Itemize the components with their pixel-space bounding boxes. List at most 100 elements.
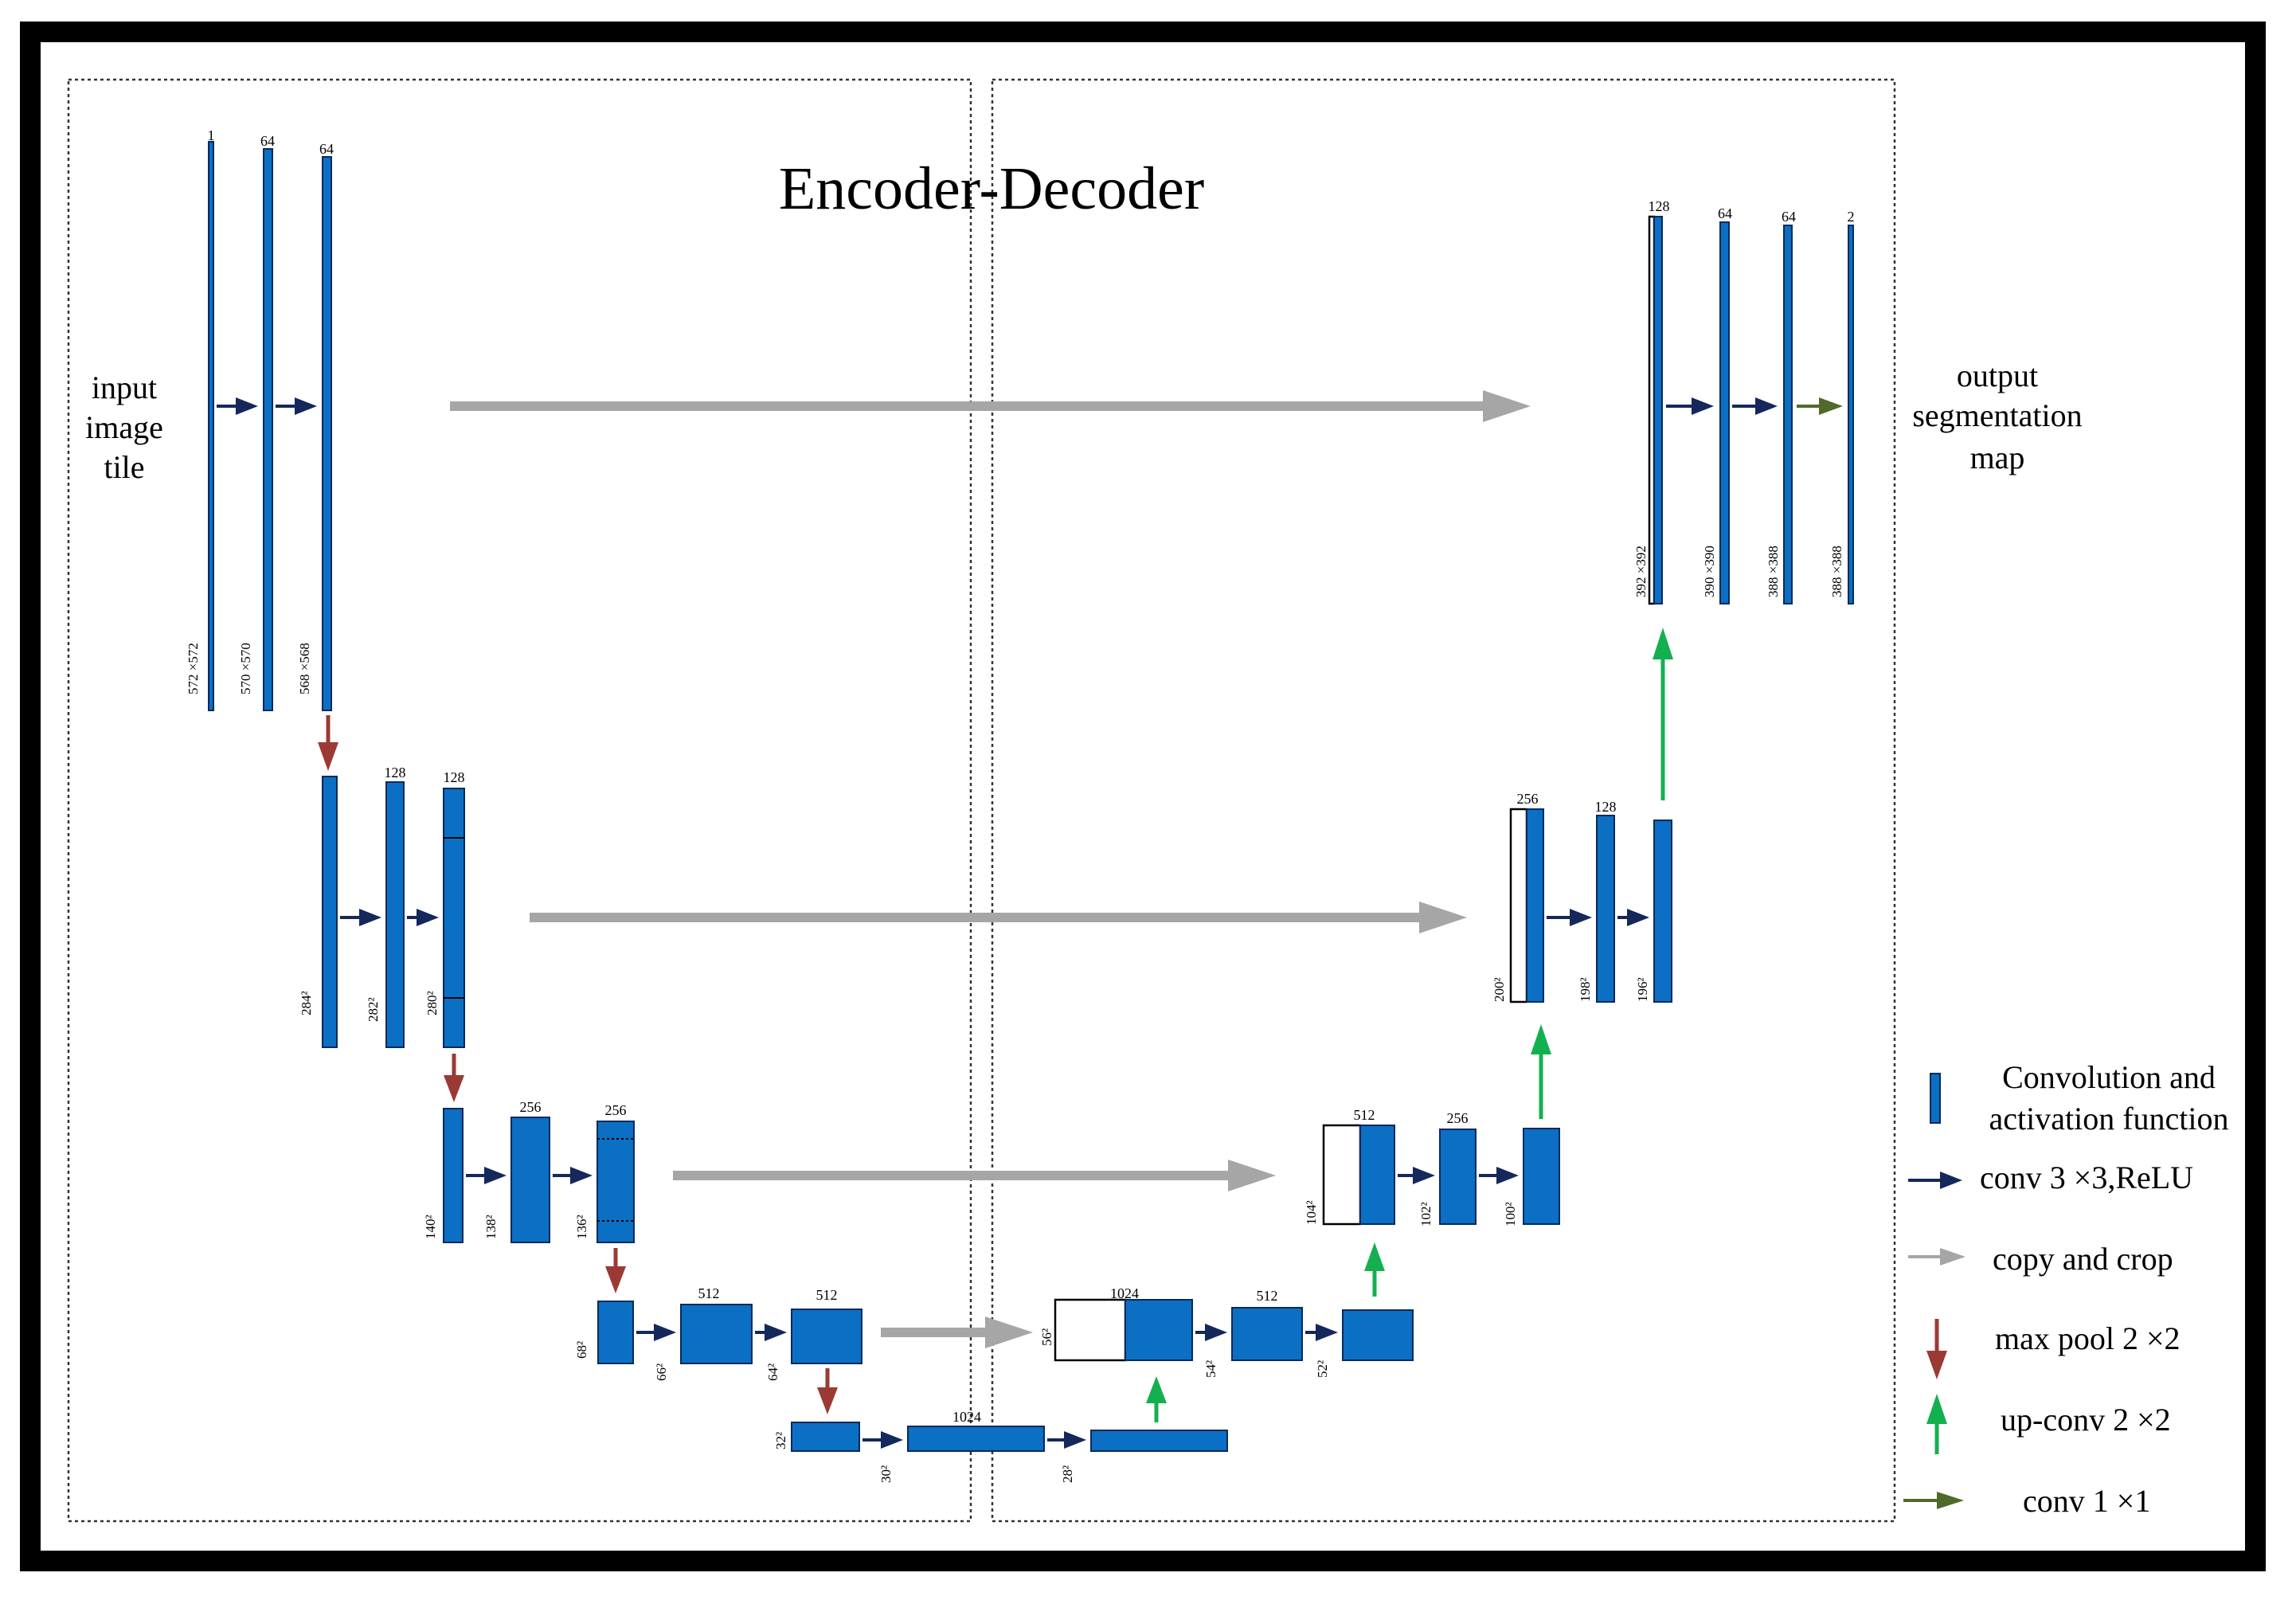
upconv-arrow	[1653, 628, 1673, 800]
encoder-level-3: 256 256 140² 138² 136²	[423, 1099, 635, 1243]
svg-text:100²: 100²	[1503, 1202, 1518, 1226]
output-label: output segmentation map	[1912, 358, 2082, 475]
svg-text:1: 1	[208, 127, 215, 143]
upconv-arrow	[1531, 1024, 1551, 1119]
feature-map-block	[680, 1304, 753, 1364]
svg-text:64: 64	[1782, 209, 1796, 225]
conv-arrow	[276, 397, 317, 415]
svg-text:256: 256	[605, 1102, 627, 1118]
svg-text:102²: 102²	[1418, 1202, 1434, 1226]
feature-map-block	[791, 1422, 860, 1452]
feature-map-block	[596, 1121, 635, 1243]
legend-conv-arrow-icon	[1908, 1172, 1962, 1189]
svg-text:1024: 1024	[952, 1409, 981, 1425]
feature-map-block	[1231, 1307, 1303, 1361]
svg-text:66²: 66²	[654, 1363, 669, 1381]
conv-arrow	[755, 1324, 787, 1341]
svg-text:segmentation: segmentation	[1912, 397, 2082, 433]
decoder-level-3: 512 256 104² 102² 100²	[1304, 1107, 1560, 1226]
svg-text:map: map	[1970, 440, 2025, 475]
conv-arrow	[1305, 1324, 1338, 1341]
feature-map-block	[1523, 1128, 1560, 1225]
feature-map-block	[1653, 820, 1672, 1003]
svg-text:32²: 32²	[773, 1432, 788, 1449]
conv-arrow	[1666, 397, 1714, 415]
svg-text:64²: 64²	[765, 1363, 780, 1381]
conv-arrow	[1398, 1167, 1435, 1184]
svg-text:572 ×572: 572 ×572	[186, 643, 201, 694]
svg-text:64: 64	[1718, 205, 1732, 221]
svg-text:568 ×568: 568 ×568	[297, 643, 312, 694]
encoder-level-4: 512 512 68² 66² 64²	[574, 1285, 862, 1381]
feature-map-block	[443, 788, 465, 1048]
conv-arrow	[1479, 1167, 1519, 1184]
conv-arrow	[217, 397, 258, 415]
copied-feature-block	[1054, 1298, 1127, 1362]
svg-text:512: 512	[1257, 1288, 1278, 1304]
feature-map-block	[1090, 1430, 1228, 1452]
svg-text:256: 256	[520, 1099, 542, 1115]
feature-map-block	[322, 156, 332, 711]
svg-text:512: 512	[698, 1285, 720, 1301]
input-label: input image tile	[85, 370, 163, 485]
conv-arrow	[1047, 1431, 1086, 1449]
feature-map-block	[1783, 225, 1793, 604]
legend-conv1x1-label: conv 1 ×1	[2023, 1483, 2150, 1519]
legend-upconv-arrow-icon	[1926, 1394, 1947, 1454]
svg-text:activation function: activation function	[1989, 1101, 2228, 1136]
conv-arrow	[466, 1167, 507, 1184]
conv-arrow	[1195, 1324, 1227, 1341]
feature-map-block	[1719, 221, 1730, 604]
svg-text:196²: 196²	[1635, 977, 1650, 1002]
conv-arrow	[1732, 397, 1778, 415]
legend-copy-arrow-icon	[1908, 1248, 1965, 1266]
svg-text:104²: 104²	[1304, 1200, 1319, 1225]
copy-arrow-level3	[673, 1160, 1276, 1191]
bottleneck-level-5: 1024 32² 30² 28²	[773, 1409, 1228, 1483]
feature-map-block	[443, 1108, 464, 1243]
legend-block-swatch	[1930, 1073, 1941, 1124]
feature-map-block	[385, 781, 405, 1048]
svg-text:200²: 200²	[1492, 977, 1507, 1002]
svg-text:280²: 280²	[424, 991, 440, 1015]
feature-map-block	[1125, 1299, 1193, 1361]
svg-text:54²: 54²	[1203, 1360, 1218, 1378]
feature-map-block	[510, 1117, 550, 1243]
encoder-level-1: 1 64 64 572 ×572 570 ×570 568 ×568	[186, 127, 334, 711]
legend-conv1x1-arrow-icon	[1903, 1492, 1964, 1509]
feature-map-block	[597, 1301, 634, 1364]
feature-map-block	[1359, 1125, 1395, 1225]
copy-arrow-level4	[881, 1316, 1033, 1348]
copy-arrow-level2	[530, 902, 1467, 933]
svg-text:128: 128	[444, 769, 465, 785]
svg-text:56²: 56²	[1039, 1328, 1054, 1346]
legend-conv-label: conv 3 ×3,ReLU	[1980, 1160, 2193, 1195]
conv-arrow	[1617, 909, 1649, 926]
svg-text:284²: 284²	[299, 991, 314, 1015]
feature-map-block	[1596, 815, 1615, 1003]
upconv-arrows	[1146, 628, 1673, 1422]
svg-text:128: 128	[1595, 799, 1617, 815]
feature-map-block	[263, 148, 273, 711]
svg-text:512: 512	[1354, 1107, 1375, 1123]
legend: Convolution and activation function conv…	[1903, 1059, 2229, 1519]
svg-text:138²: 138²	[483, 1215, 499, 1239]
svg-text:128: 128	[385, 765, 406, 780]
svg-text:1024: 1024	[1110, 1285, 1139, 1301]
conv-arrows	[217, 397, 1778, 1449]
feature-map-block	[1342, 1309, 1414, 1361]
conv-arrow	[340, 909, 381, 926]
svg-text:136²: 136²	[574, 1215, 589, 1239]
encoder-panel	[67, 78, 972, 1523]
feature-map-block	[1526, 808, 1544, 1003]
copied-feature-block	[1509, 808, 1528, 1003]
svg-text:30²: 30²	[878, 1465, 894, 1483]
diagram-title: Encoder-Decoder	[779, 155, 1204, 222]
outer-frame	[20, 22, 2266, 1571]
copy-arrow-level1	[450, 390, 1531, 422]
decoder-level-1: 128 64 64 2 392 ×392 390 ×390 388 ×388 3…	[1633, 198, 1855, 605]
svg-text:390 ×390: 390 ×390	[1702, 546, 1717, 597]
upconv-arrow	[1146, 1376, 1167, 1422]
pool-arrow	[444, 1054, 464, 1102]
